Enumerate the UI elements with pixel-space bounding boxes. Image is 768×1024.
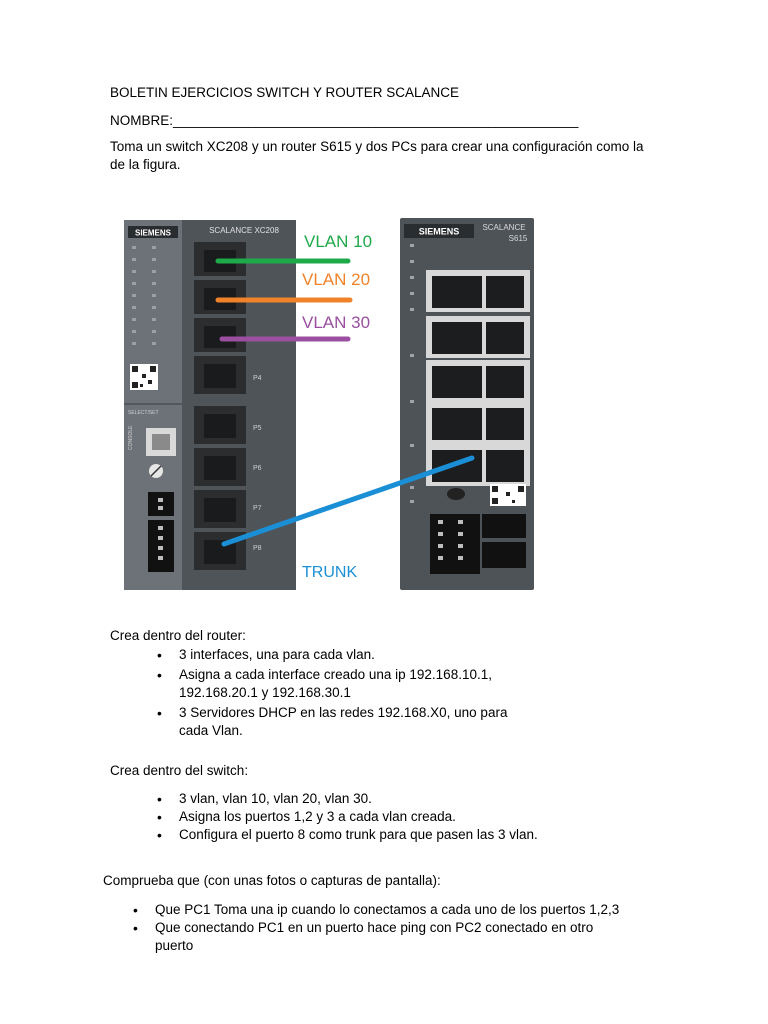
network-diagram-figure: SIEMENS SCALANCE XC208 SELECT/SET CONSOL… xyxy=(122,214,536,592)
doc-title: BOLETIN EJERCICIOS SWITCH Y ROUTER SCALA… xyxy=(110,85,460,100)
list-item: 3 vlan, vlan 10, vlan 20, vlan 30. xyxy=(157,790,577,808)
list-item: 3 interfaces, una para cada vlan. xyxy=(157,646,527,664)
switch-select-set-label: SELECT/SET xyxy=(128,410,159,416)
vlan20-label: VLAN 20 xyxy=(302,270,370,289)
switch-port-label-p6: P6 xyxy=(253,465,262,472)
router-section-heading: Crea dentro del router: xyxy=(110,628,246,643)
router-model-text-line1: SCALANCE xyxy=(482,223,525,232)
switch-port-label-p7: P7 xyxy=(253,505,262,512)
switch-port-label-p5: P5 xyxy=(253,425,262,432)
router-brand-text: SIEMENS xyxy=(419,227,460,237)
switch-brand-text: SIEMENS xyxy=(135,229,172,238)
router-task-list: 3 interfaces, una para cada vlan. Asigna… xyxy=(157,646,527,742)
switch-port-label-p8: P8 xyxy=(253,545,262,552)
switch-model-text: SCALANCE XC208 xyxy=(209,226,279,235)
list-item: Asigna los puertos 1,2 y 3 a cada vlan c… xyxy=(157,808,577,826)
trunk-label: TRUNK xyxy=(302,564,357,581)
check-section-heading: Comprueba que (con unas fotos o capturas… xyxy=(103,873,441,888)
router-set-button xyxy=(447,488,465,500)
trunk-line xyxy=(221,455,475,547)
name-field-label: NOMBRE:_________________________________… xyxy=(110,113,579,128)
list-item: Asigna a cada interface creado una ip 19… xyxy=(157,666,527,702)
list-item: 3 Servidores DHCP en las redes 192.168.X… xyxy=(157,704,527,740)
switch-task-list: 3 vlan, vlan 10, vlan 20, vlan 30. Asign… xyxy=(157,790,577,844)
switch-section-heading: Crea dentro del switch: xyxy=(110,763,249,778)
list-item: Configura el puerto 8 como trunk para qu… xyxy=(157,826,577,844)
router-s615: SIEMENS SCALANCE S615 xyxy=(400,218,534,590)
switch-ports xyxy=(194,242,246,570)
switch-port-label-p4: P4 xyxy=(253,375,262,382)
vlan10-label: VLAN 10 xyxy=(304,232,372,251)
switch-xc208: SIEMENS SCALANCE XC208 SELECT/SET CONSOL… xyxy=(124,220,296,590)
list-item: Que PC1 Toma una ip cuando lo conectamos… xyxy=(133,901,633,919)
router-model-text-line2: S615 xyxy=(509,234,528,243)
intro-paragraph: Toma un switch XC208 y un router S615 y … xyxy=(110,139,644,172)
check-task-list: Que PC1 Toma una ip cuando lo conectamos… xyxy=(133,901,633,955)
switch-console-label: CONSOLE xyxy=(128,425,134,450)
router-ports xyxy=(426,270,530,486)
list-item: Que conectando PC1 en un puerto hace pin… xyxy=(133,919,633,955)
vlan30-label: VLAN 30 xyxy=(302,313,370,332)
